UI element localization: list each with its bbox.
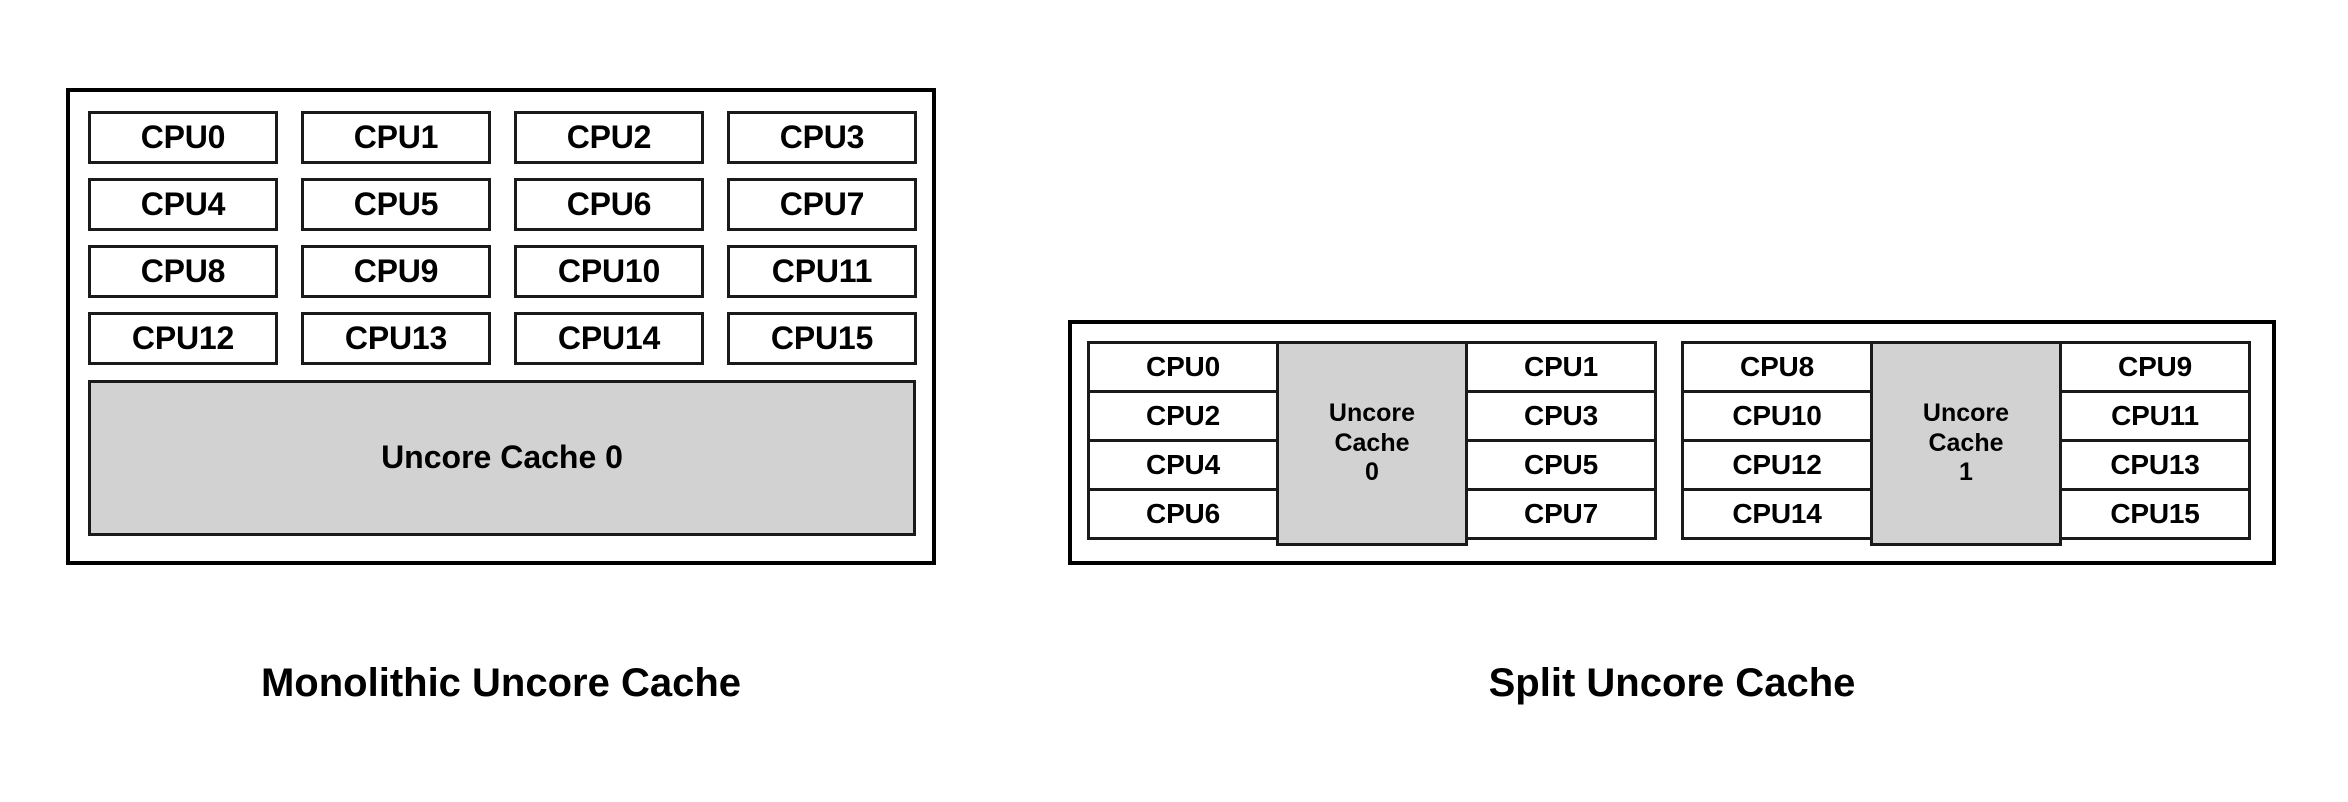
cpu-box[interactable]: CPU15: [2059, 488, 2251, 540]
cpu-box[interactable]: CPU13: [301, 312, 491, 365]
cpu-box[interactable]: CPU8: [88, 245, 278, 298]
uncore-cache-block[interactable]: Uncore Cache 0: [1276, 341, 1468, 546]
split-cpu-column-left: CPU0 CPU2 CPU4 CPU6: [1087, 341, 1279, 546]
cpu-box[interactable]: CPU7: [727, 178, 917, 231]
split-cpu-column-right: CPU1 CPU3 CPU5 CPU7: [1465, 341, 1657, 546]
cpu-box[interactable]: CPU5: [1465, 439, 1657, 491]
cpu-box[interactable]: CPU3: [1465, 390, 1657, 442]
cpu-box[interactable]: CPU8: [1681, 341, 1873, 393]
cpu-box[interactable]: CPU14: [1681, 488, 1873, 540]
monolithic-cpu-grid: CPU0 CPU1 CPU2 CPU3 CPU4 CPU5 CPU6 CPU7 …: [88, 111, 917, 365]
cache-label-line: Cache: [1928, 428, 2004, 457]
split-caption: Split Uncore Cache: [1488, 661, 1856, 705]
uncore-cache-block[interactable]: Uncore Cache 1: [1870, 341, 2062, 546]
cpu-box[interactable]: CPU0: [1087, 341, 1279, 393]
cpu-box[interactable]: CPU1: [301, 111, 491, 164]
monolithic-caption: Monolithic Uncore Cache: [260, 661, 742, 705]
cpu-box[interactable]: CPU13: [2059, 439, 2251, 491]
cache-label-line: 0: [1365, 458, 1379, 487]
cpu-box[interactable]: CPU1: [1465, 341, 1657, 393]
cpu-box[interactable]: CPU15: [727, 312, 917, 365]
split-cpu-column-left: CPU8 CPU10 CPU12 CPU14: [1681, 341, 1873, 546]
cpu-box[interactable]: CPU9: [2059, 341, 2251, 393]
cpu-box[interactable]: CPU7: [1465, 488, 1657, 540]
cpu-box[interactable]: CPU14: [514, 312, 704, 365]
cpu-box[interactable]: CPU11: [727, 245, 917, 298]
split-uncore-cache-package: CPU0 CPU2 CPU4 CPU6 Uncore Cache 0 CPU1 …: [1068, 320, 2276, 565]
cache-label-line: Uncore: [1328, 399, 1416, 428]
split-cpu-column-right: CPU9 CPU11 CPU13 CPU15: [2059, 341, 2251, 546]
cache-label-line: 1: [1959, 458, 1973, 487]
split-cache-group: CPU8 CPU10 CPU12 CPU14 Uncore Cache 1 CP…: [1681, 341, 2251, 546]
cpu-box[interactable]: CPU10: [1681, 390, 1873, 442]
cpu-box[interactable]: CPU4: [88, 178, 278, 231]
monolithic-uncore-cache-package: CPU0 CPU1 CPU2 CPU3 CPU4 CPU5 CPU6 CPU7 …: [66, 88, 936, 565]
cpu-box[interactable]: CPU10: [514, 245, 704, 298]
cpu-box[interactable]: CPU6: [514, 178, 704, 231]
uncore-cache-block[interactable]: Uncore Cache 0: [88, 380, 916, 536]
cache-label-line: Cache: [1334, 428, 1410, 457]
cpu-box[interactable]: CPU12: [88, 312, 278, 365]
cpu-box[interactable]: CPU3: [727, 111, 917, 164]
cpu-box[interactable]: CPU4: [1087, 439, 1279, 491]
cpu-box[interactable]: CPU11: [2059, 390, 2251, 442]
cpu-box[interactable]: CPU9: [301, 245, 491, 298]
cpu-box[interactable]: CPU5: [301, 178, 491, 231]
cache-label-line: Uncore: [1922, 399, 2010, 428]
cpu-box[interactable]: CPU2: [514, 111, 704, 164]
cpu-box[interactable]: CPU2: [1087, 390, 1279, 442]
split-cache-group: CPU0 CPU2 CPU4 CPU6 Uncore Cache 0 CPU1 …: [1087, 341, 1657, 546]
cpu-box[interactable]: CPU12: [1681, 439, 1873, 491]
cpu-box[interactable]: CPU6: [1087, 488, 1279, 540]
cpu-box[interactable]: CPU0: [88, 111, 278, 164]
